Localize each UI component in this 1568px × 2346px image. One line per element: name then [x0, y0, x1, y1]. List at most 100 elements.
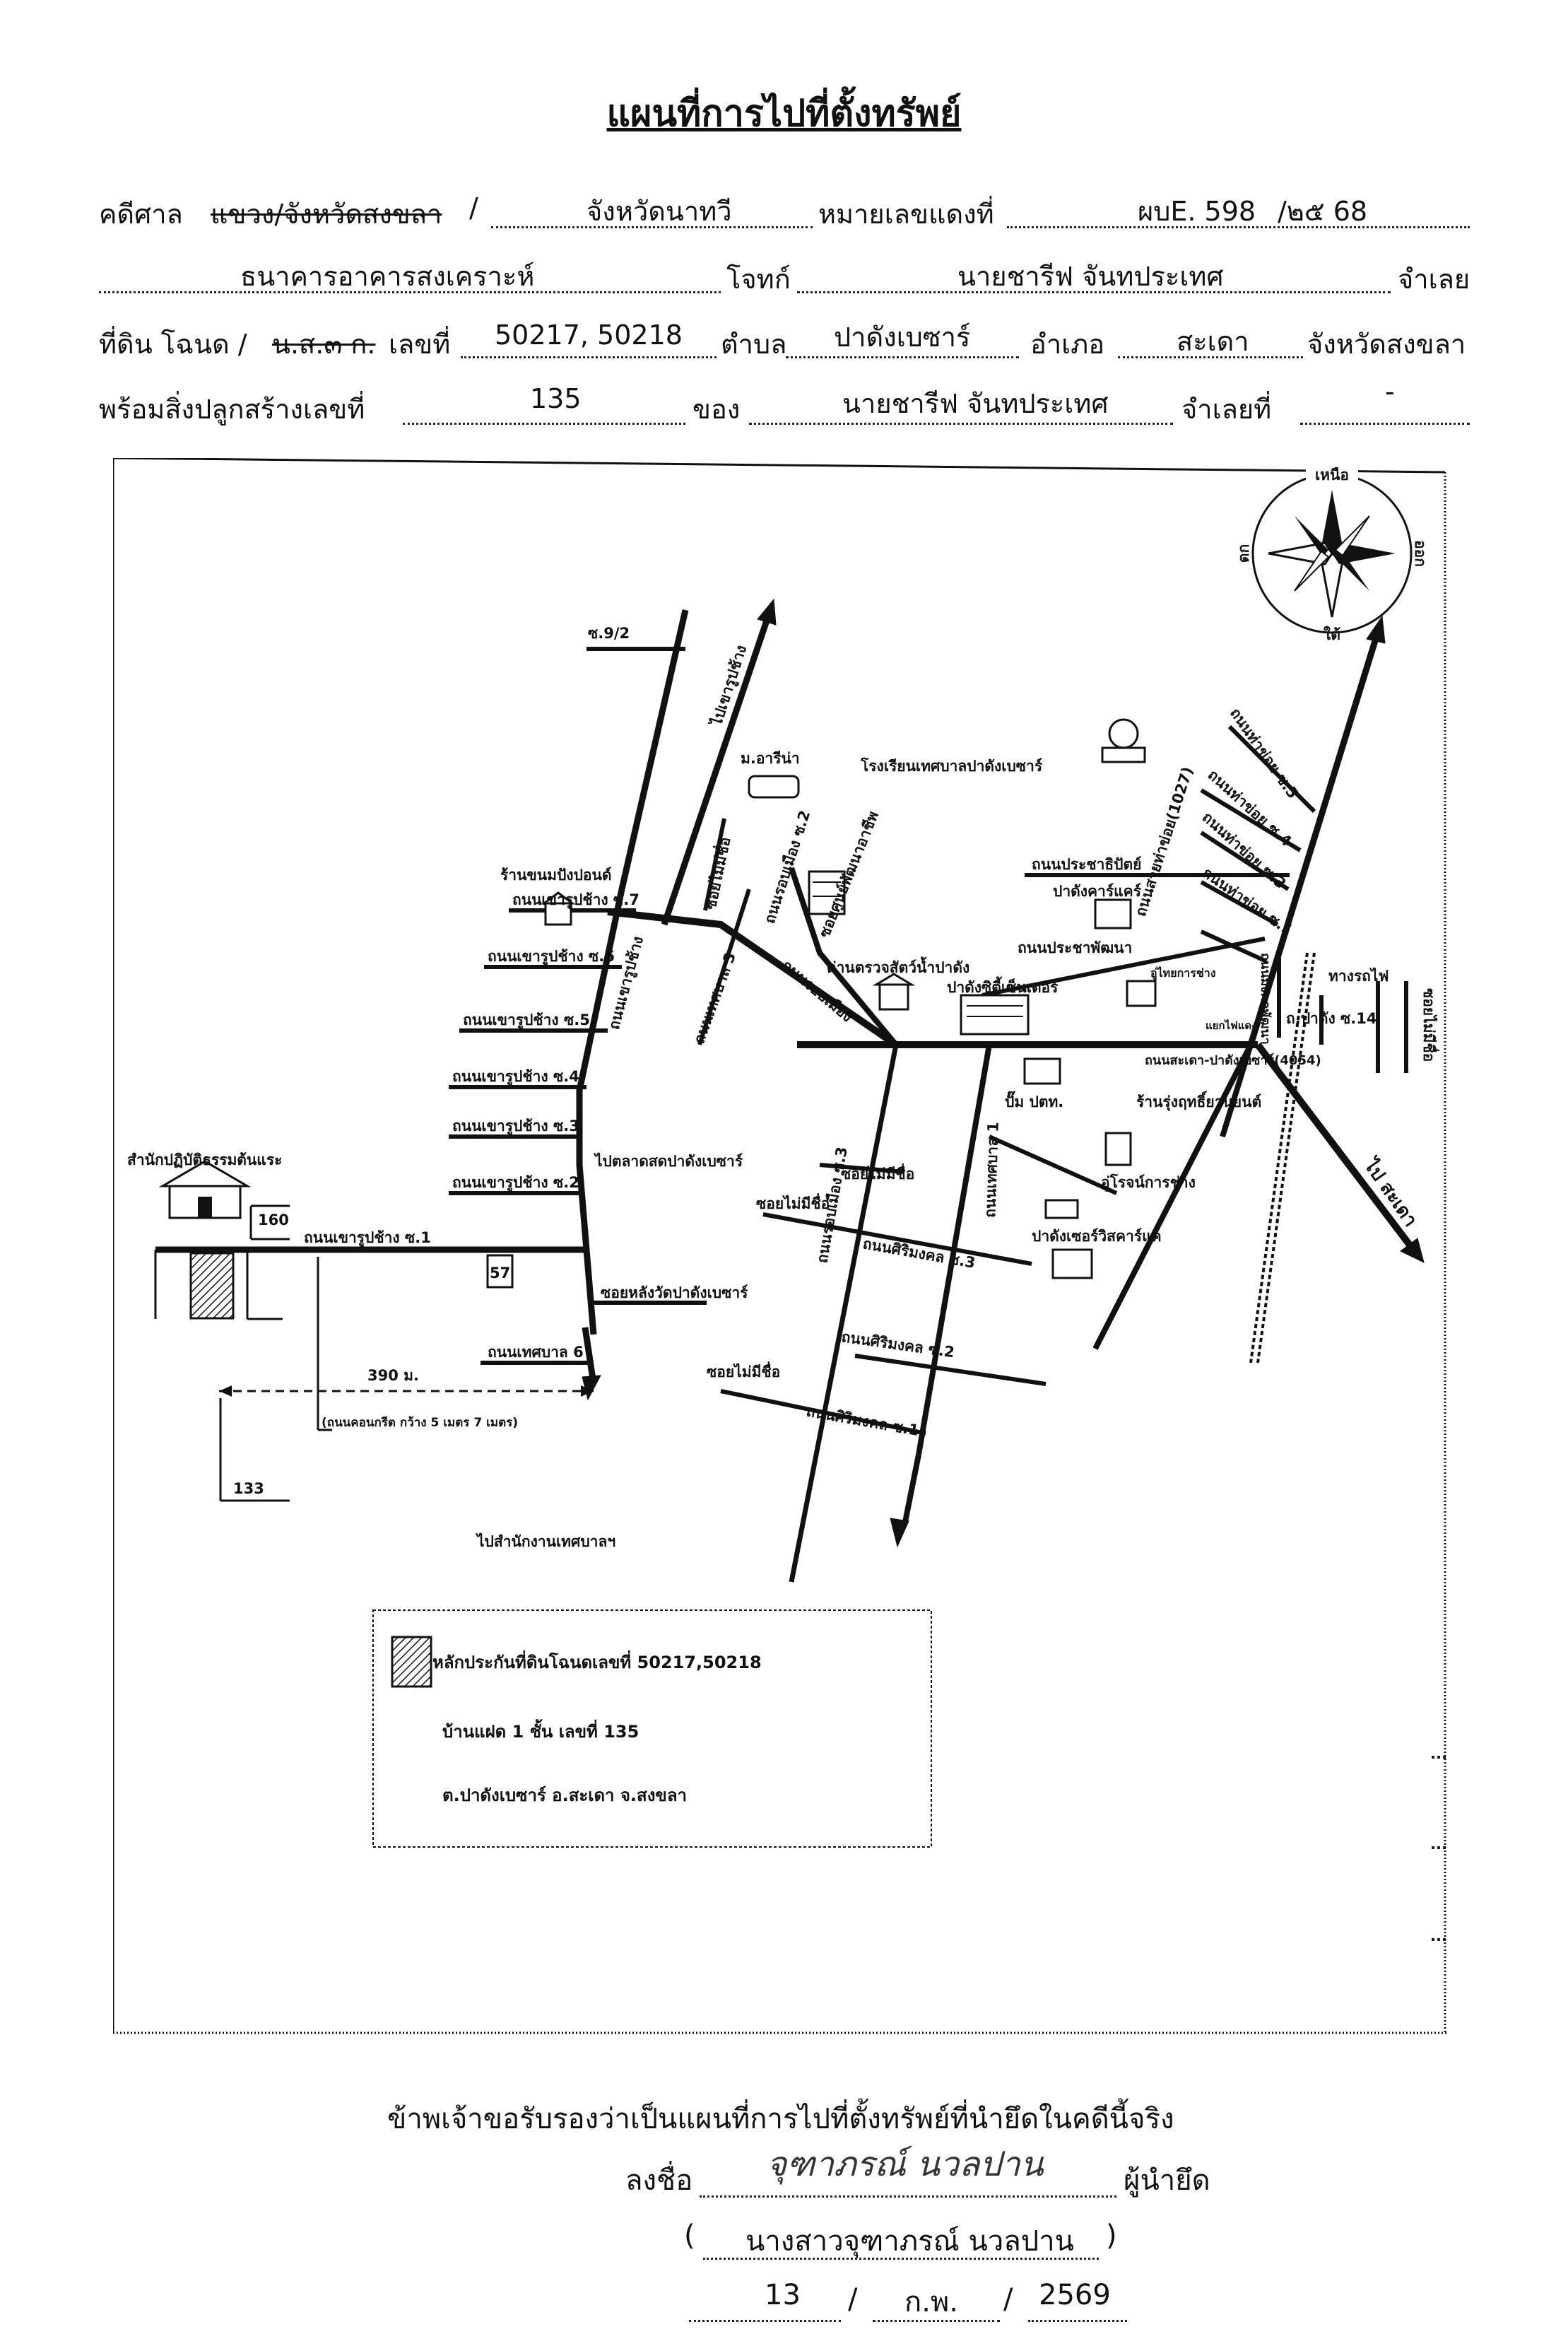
- label-school: โรงเรียนเทศบาลปาดังเบซาร์: [860, 757, 1043, 775]
- distance-markers: [219, 1257, 594, 1502]
- service-car-icon: [1051, 1248, 1093, 1279]
- land-no-label: เลขที่: [389, 329, 451, 360]
- province-label: จังหวัดสงขลา: [1307, 329, 1466, 360]
- label-khao-rup-chang-2: ถนนเขารูปช้าง ซ.2: [452, 1174, 579, 1192]
- printed-name-line: [703, 2225, 1099, 2260]
- signature: จุฑาภรณ์ นวลปาน: [767, 2145, 1044, 2184]
- repair-shop-icon: [1044, 1199, 1079, 1219]
- svg-text:...: ...: [1430, 1745, 1447, 1762]
- district-line: [1118, 327, 1303, 358]
- checkpoint-icon: [872, 973, 916, 1011]
- label-padang-service-car: ปาดังเซอร์วิสคาร์แค: [1032, 1228, 1162, 1245]
- garage-icon: [1126, 980, 1157, 1007]
- label-padang-14: ถ.ปาดัง ซ.14: [1286, 1010, 1377, 1027]
- label-prachathipat: ถนนประชาธิปัตย์: [1032, 856, 1141, 873]
- defendant-no-value: -: [1385, 376, 1395, 407]
- car-shop-icon: [1104, 1132, 1132, 1166]
- label-khao-rup-chang-6: ถนนเขารูปช้าง ซ.6: [488, 948, 615, 966]
- defendant-line: [797, 262, 1391, 293]
- label-to-municipal-office: ไปสำนักงานเทศบาลฯ: [476, 1532, 615, 1550]
- label-office: สำนักปฏิบัติธรรมต้นแระ: [127, 1151, 282, 1168]
- sign-label: ลงชื่อ: [625, 2164, 693, 2197]
- district-label: อำเภอ: [1030, 329, 1105, 360]
- label-thetsaban-6: ถนนเทศบาล 6: [488, 1344, 584, 1361]
- label-mongkon: ถนนมงคลพัฒนา: [1258, 953, 1273, 1045]
- svg-text:...: ...: [1430, 1928, 1447, 1945]
- certify-text: ข้าพเจ้าขอรับรองว่าเป็นแผนที่การไปที่ตั้…: [387, 2103, 1174, 2135]
- compass-west: ตก: [1235, 544, 1252, 563]
- label-checkpoint: ด่านตรวจสัตว์น้ำปาดัง: [827, 956, 969, 976]
- label-soi-mai-mi-chue-1: ซอยไม่มีชื่อ: [700, 835, 734, 911]
- compass-north: เหนือ: [1315, 467, 1349, 483]
- seizer-label: ผู้นำยึด: [1124, 2164, 1210, 2197]
- building-value: 135: [530, 383, 582, 414]
- court-value-line: [491, 197, 813, 228]
- plaintiff-label: โจทก์: [726, 264, 791, 295]
- label-khao-rup-chang-4: ถนนเขารูปช้าง ซ.4: [452, 1068, 579, 1086]
- arena-icon: [748, 775, 800, 799]
- svg-text:...: ...: [1430, 1836, 1447, 1853]
- defendant-label: จำเลย: [1398, 264, 1470, 295]
- date-year: 2569: [1039, 2279, 1111, 2311]
- label-concrete-road: (ถนนคอนกรีต กว้าง 5 เมตร 7 เมตร): [322, 1415, 518, 1430]
- date-month: ก.พ.: [904, 2286, 959, 2318]
- date-sep-1: /: [848, 2283, 858, 2316]
- legend-item-1: หลักประกันที่ดินโฉนดเลขที่ 50217,50218: [432, 1650, 762, 1672]
- legend-item-2: บ้านแฝด 1 ชั้น เลขที่ 135: [442, 1718, 639, 1742]
- compass-rose: เหนือ ใต้ ออก ตก: [1235, 464, 1429, 643]
- date-day: 13: [765, 2279, 801, 2311]
- label-distance-390: 390 ม.: [367, 1367, 419, 1384]
- subdistrict-value: ปาดังเบซาร์: [834, 322, 971, 353]
- label-oo-rot: อู่โรจน์การช่าง: [1101, 1173, 1196, 1192]
- map-frame: [113, 458, 1449, 2034]
- red-case-value: ผบE. 598: [1138, 196, 1256, 227]
- owner-line: [749, 393, 1173, 425]
- signature-line: [700, 2163, 1116, 2198]
- label-160: 160: [258, 1212, 289, 1228]
- label-soi-mai-mi-chue-2: ซอยไม่มีชื่อ: [841, 1163, 914, 1183]
- defendant-value: นายชารีฟ จันทประเทศ: [957, 261, 1224, 292]
- label-ban-khanom: ร้านขนมปังปอนด์: [500, 867, 612, 884]
- slash: /: [469, 192, 478, 223]
- label-ptt: ปั๊ม ปตท.: [1005, 1091, 1063, 1110]
- legend-item-3: ต.ปาดังเบซาร์ อ.สะเดา จ.สงขลา: [442, 1785, 687, 1805]
- compass-south: ใต้: [1324, 626, 1340, 643]
- city-center-icon: [960, 994, 1030, 1036]
- compass-east: ออก: [1412, 540, 1429, 567]
- open-paren: (: [684, 2219, 695, 2252]
- court-label: คดีศาล: [99, 199, 183, 230]
- label-rungruang: ร้านรุ่งฤทธิ์ยานยนต์: [1136, 1091, 1261, 1112]
- plaintiff-line: [99, 262, 721, 293]
- date-month-line: [873, 2287, 1000, 2322]
- land-struck: น.ส.๓ ก.: [272, 329, 376, 360]
- label-57: 57: [490, 1265, 510, 1281]
- plaintiff-value: ธนาคารอาคารสงเคราะห์: [240, 261, 535, 292]
- location-map: เหนือ ใต้ ออก ตก: [113, 458, 1449, 2034]
- label-padang-city-center: ปาดังซิตี้เซ็นเตอร์: [947, 976, 1059, 996]
- house-number-160: 160: [249, 1204, 290, 1241]
- date-day-line: [689, 2287, 841, 2322]
- railway-line: [1249, 952, 1316, 1363]
- label-khao-rup-chang-3: ถนนเขารูปช้าง ซ.3: [452, 1118, 579, 1136]
- district-value: สะเดา: [1177, 326, 1249, 357]
- red-case-line: [1007, 197, 1470, 228]
- label-khao-rup-chang-5: ถนนเขารูปช้าง ซ.5: [463, 1011, 590, 1030]
- label-thetsaban-3: ถนนเทศบาล 3: [690, 950, 739, 1046]
- page-title: แผนที่การไปที่ตั้งทรัพย์: [606, 93, 962, 135]
- shop-icon: [541, 891, 576, 926]
- school-icon: [808, 870, 846, 915]
- date-sep-2: /: [1003, 2283, 1013, 2316]
- label-khao-rup-chang-7: ถนนเขารูปช้าง ซ.7: [512, 891, 639, 910]
- land-label: ที่ดิน โฉนด /: [99, 329, 247, 360]
- date-year-line: [1028, 2287, 1127, 2322]
- label-133: 133: [233, 1480, 264, 1497]
- red-case-label: หมายเลขแดงที่: [818, 199, 994, 230]
- label-thai-pharma: อู่ไทยการช่าง: [1150, 966, 1216, 981]
- label-railway: ทางรถไฟ: [1328, 967, 1389, 985]
- gas-station-icon: [1023, 1057, 1061, 1085]
- label-sai-tha-khoi: ถนนสายท่าข่อย(1027): [1132, 765, 1196, 918]
- property-plot: [189, 1252, 235, 1320]
- court-value: จังหวัดนาทวี: [586, 196, 732, 227]
- label-thetsaban-1: ถนนเทศบาล 1: [982, 1122, 1002, 1218]
- label-padang-car-care: ปาดังคาร์แคร์: [1053, 883, 1142, 900]
